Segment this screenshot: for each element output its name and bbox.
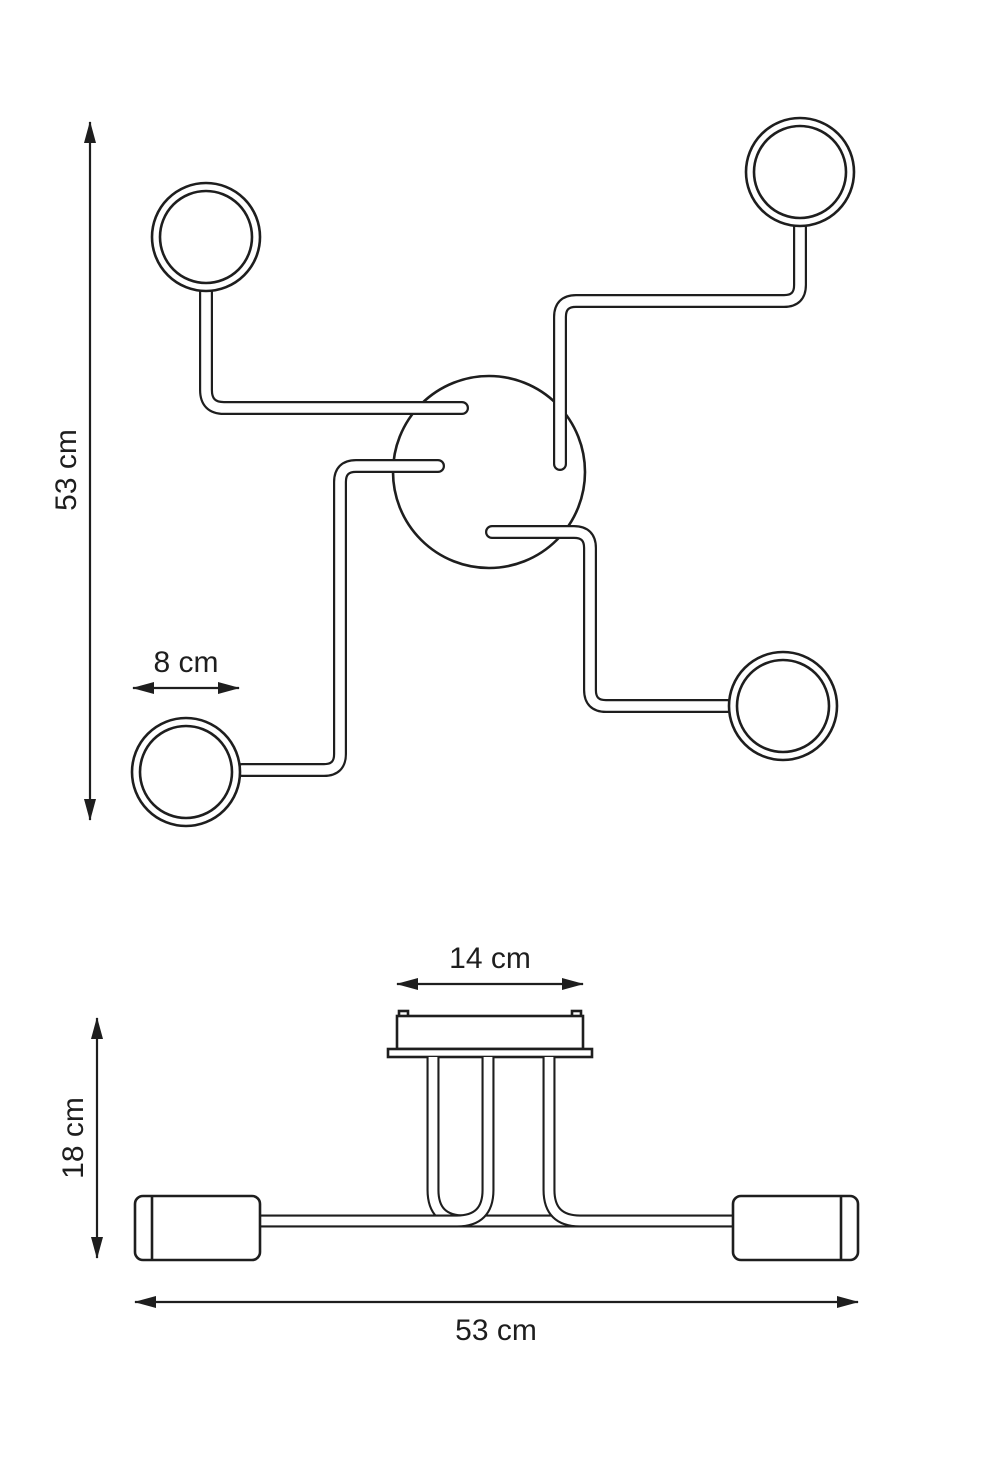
lamp-ring-upper-right <box>744 116 856 228</box>
dimension-label-lamp-diameter: 8 cm <box>153 646 218 679</box>
dimension-total-width: 53 cm <box>134 1296 859 1347</box>
dimension-label-canopy-width: 14 cm <box>449 942 531 975</box>
lamp-ring-upper-left <box>150 181 262 293</box>
lamp-cylinder-right <box>731 1194 860 1262</box>
side-view: 14 cm <box>57 942 860 1347</box>
dimension-side-height: 18 cm <box>57 1017 103 1259</box>
rod-left-to-right-arm <box>433 1057 740 1221</box>
dimension-label-side-height: 18 cm <box>57 1097 90 1179</box>
rod-right-to-right-arm <box>549 1057 740 1221</box>
dimension-label-total-width: 53 cm <box>455 1314 537 1347</box>
dimension-label-top-height: 53 cm <box>50 429 83 511</box>
arm-upper-right <box>560 226 800 464</box>
canopy-body <box>395 1014 585 1051</box>
rod-middle-to-left-arm <box>255 1057 488 1221</box>
dimension-canopy-width: 14 cm <box>396 942 584 990</box>
lamp-ring-lower-left <box>130 716 242 828</box>
lamp-cylinder-left <box>133 1194 262 1262</box>
dimension-lamp-diameter: 8 cm <box>132 646 240 694</box>
lamp-ring-lower-right <box>727 650 839 762</box>
canopy-plate <box>386 1047 594 1059</box>
dimension-top-height: 53 cm <box>50 121 96 821</box>
top-view: 53 cm 8 cm <box>50 116 856 828</box>
canopy-box <box>386 1009 594 1059</box>
arm-upper-left <box>206 288 462 408</box>
